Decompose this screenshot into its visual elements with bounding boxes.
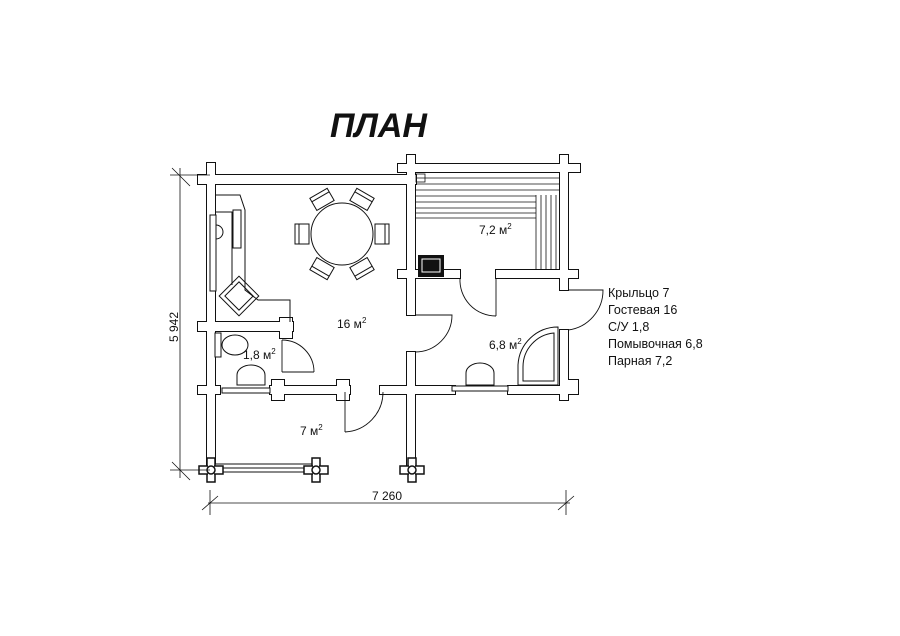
windows bbox=[209, 214, 509, 394]
wall bbox=[280, 318, 292, 338]
wall bbox=[496, 270, 578, 278]
wall bbox=[560, 380, 578, 388]
legend-item: Гостевая 16 bbox=[608, 303, 677, 317]
bathroom-fixtures bbox=[214, 326, 559, 386]
chair bbox=[309, 187, 335, 212]
chair bbox=[309, 256, 335, 281]
height-dimension: 5 942 bbox=[167, 312, 181, 342]
wall bbox=[407, 155, 415, 315]
stove-icon bbox=[418, 255, 444, 277]
room-porch-label: 7 м2 bbox=[300, 423, 323, 438]
wall bbox=[198, 322, 293, 331]
porch-posts bbox=[198, 457, 425, 483]
dining-table bbox=[294, 187, 390, 281]
sauna-benches bbox=[415, 173, 560, 270]
room-wash-label: 6,8 м2 bbox=[489, 337, 522, 352]
chair bbox=[349, 256, 375, 281]
wall bbox=[380, 386, 455, 394]
wall bbox=[560, 155, 568, 290]
wall bbox=[560, 330, 568, 400]
legend-item: С/У 1,8 bbox=[608, 320, 649, 334]
chair bbox=[294, 223, 310, 245]
post bbox=[303, 457, 329, 483]
room-guest-label: 16 м2 bbox=[337, 316, 367, 331]
wall bbox=[272, 380, 284, 400]
walls bbox=[197, 154, 581, 474]
legend-item: Парная 7,2 bbox=[608, 354, 672, 368]
wall bbox=[407, 352, 415, 467]
legend-item: Крыльцо 7 bbox=[608, 286, 669, 300]
doors bbox=[281, 277, 604, 433]
wall bbox=[270, 386, 350, 394]
legend-item: Помывочная 6,8 bbox=[608, 337, 703, 351]
chair bbox=[349, 187, 375, 212]
width-dimension: 7 260 bbox=[372, 489, 402, 503]
legend: Крыльцо 7 Гостевая 16 С/У 1,8 Помывочная… bbox=[608, 286, 703, 368]
chair bbox=[374, 223, 390, 245]
plan-title: ПЛАН bbox=[330, 107, 428, 145]
dimension-lines bbox=[170, 167, 575, 515]
wall bbox=[398, 164, 580, 172]
post bbox=[399, 457, 425, 483]
room-steam-label: 7,2 м2 bbox=[479, 222, 512, 237]
wall bbox=[508, 386, 578, 394]
kitchen-counter bbox=[215, 194, 291, 322]
wall bbox=[337, 380, 349, 400]
wall bbox=[198, 175, 416, 184]
porch-rail bbox=[214, 463, 316, 473]
room-wc-label: 1,8 м2 bbox=[243, 347, 276, 362]
post bbox=[198, 457, 224, 483]
wall bbox=[207, 163, 215, 473]
